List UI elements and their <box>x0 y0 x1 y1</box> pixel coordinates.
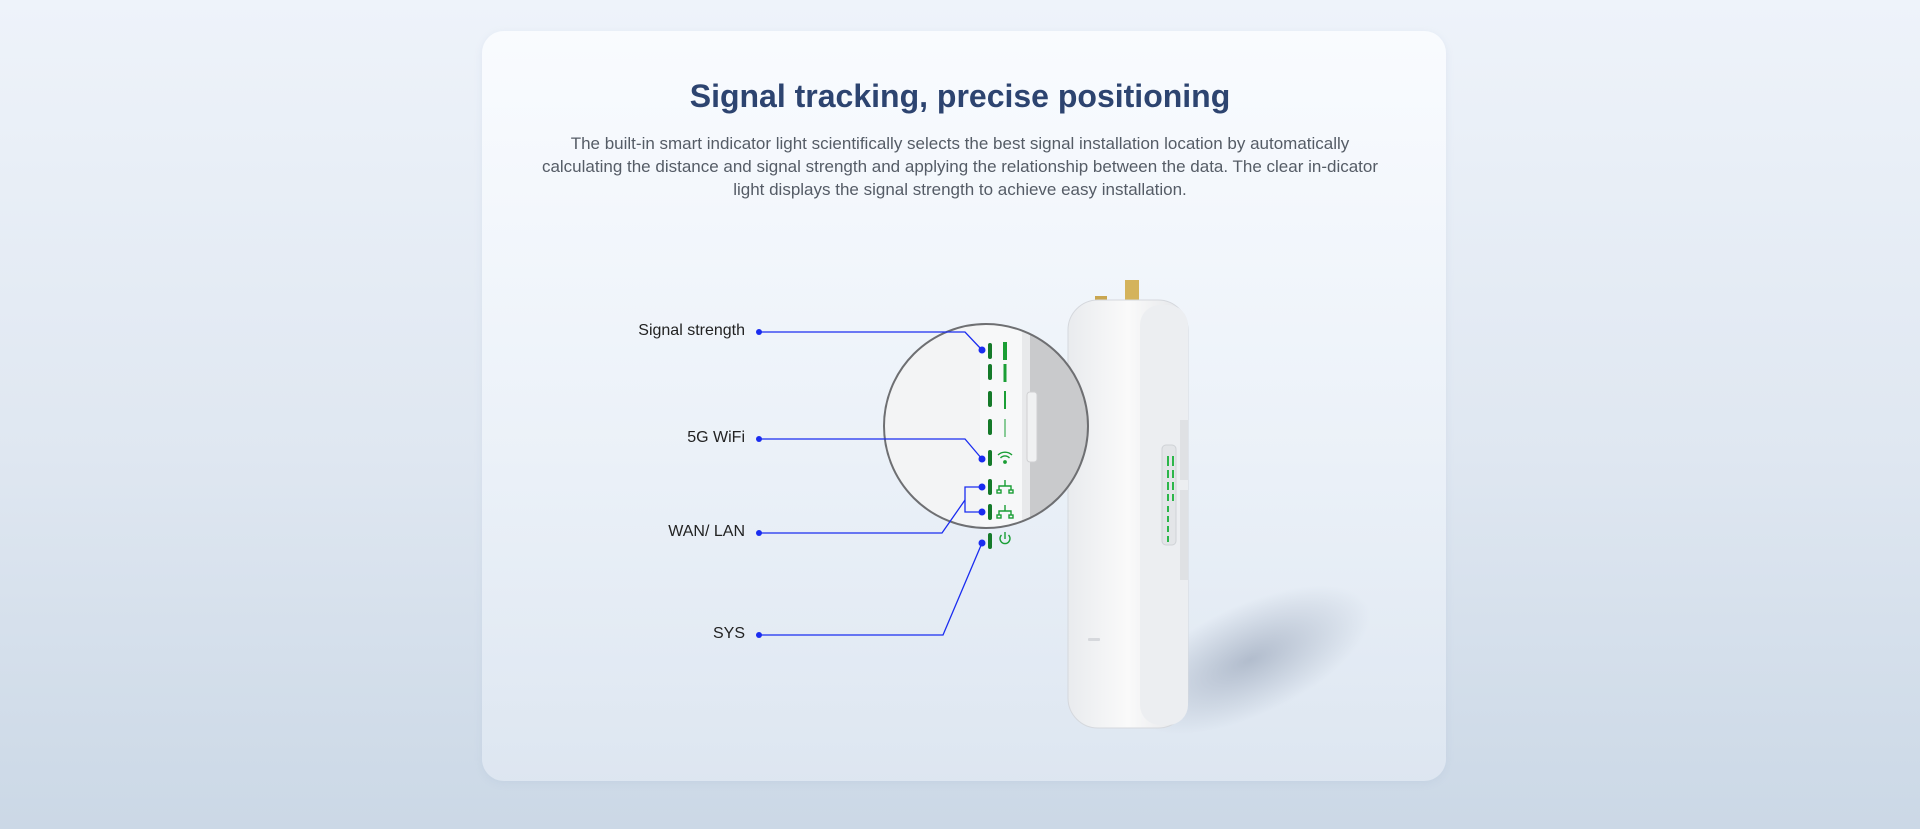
magnified-indicator-panel <box>883 323 1089 549</box>
callout-bracket-wan-lan <box>964 486 982 513</box>
callout-label-5g-wifi: 5G WiFi <box>687 429 745 446</box>
router-device <box>1067 299 1189 729</box>
ethernet-icon <box>996 480 1014 519</box>
device-led-strip <box>1167 456 1174 542</box>
callout-dots <box>756 329 986 638</box>
signal-strength-icon <box>1003 342 1007 437</box>
wifi-icon <box>997 451 1013 464</box>
feature-description: The built-in smart indicator light scien… <box>541 134 1379 199</box>
callout-line-wan-lan <box>759 499 966 534</box>
device-shadow <box>1129 585 1371 735</box>
callout-label-sys: SYS <box>712 625 745 642</box>
callout-lines <box>759 331 983 636</box>
callout-line-wifi <box>759 438 983 460</box>
callout-line-signal <box>759 331 983 351</box>
callout-label-signal-strength: Signal strength <box>638 322 745 339</box>
page-title: Signal tracking, precise positioning <box>689 78 1231 114</box>
callout-label-wan-lan: WAN/ LAN <box>668 523 745 540</box>
led-indicators <box>988 343 992 549</box>
power-icon <box>999 532 1011 545</box>
callout-line-sys <box>759 542 983 636</box>
